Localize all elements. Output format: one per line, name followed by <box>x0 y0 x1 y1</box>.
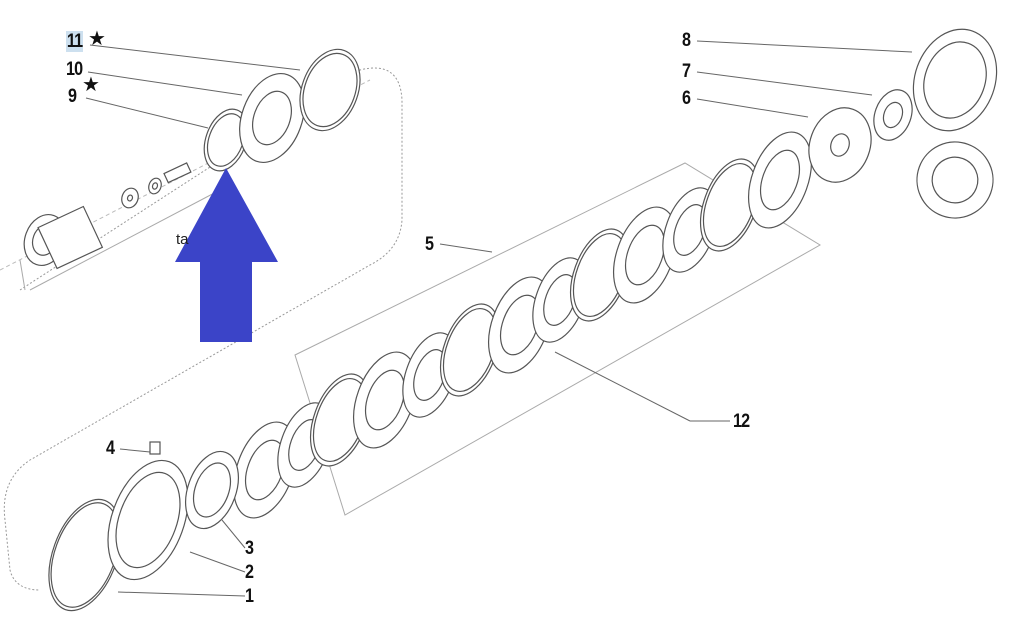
washer-inner <box>151 182 159 190</box>
callout-4[interactable]: 4 <box>106 438 115 459</box>
leader-line <box>89 44 301 71</box>
callout-12[interactable]: 12 <box>733 411 750 432</box>
plug-4 <box>149 441 161 455</box>
piston-2 <box>107 459 189 581</box>
leader-line <box>85 97 209 129</box>
leader-line <box>189 551 246 573</box>
leader-line <box>696 71 873 96</box>
bolt <box>163 162 192 184</box>
washer-outer <box>148 177 162 195</box>
callout-6[interactable]: 6 <box>682 88 691 109</box>
piston-2-outer <box>107 459 189 581</box>
partial-label: ta <box>176 231 189 248</box>
steel-plate-inner <box>624 224 666 286</box>
leader-line <box>119 448 151 453</box>
star-icon: ★ <box>88 28 106 50</box>
bearing-7 <box>873 89 913 141</box>
bearing-7-inner <box>882 101 904 129</box>
star-icon: ★ <box>82 74 100 96</box>
callout-10[interactable]: 10 <box>66 59 83 80</box>
drum-8-inner <box>923 41 987 119</box>
splined-shaft <box>37 205 104 270</box>
steel-plate <box>748 131 812 229</box>
steel-plate-inner <box>364 369 406 431</box>
hub-6-outer <box>808 107 872 183</box>
leader-line <box>221 519 246 549</box>
hub-6 <box>808 107 872 183</box>
bearing-3-inner <box>192 462 232 518</box>
dotted-outline <box>3 67 403 591</box>
bearing-housing-10-outer <box>239 72 305 164</box>
steel-plate-outer <box>748 131 812 229</box>
ring-11-inner <box>302 52 358 128</box>
leader-line <box>87 71 243 96</box>
bearing-7-outer <box>873 89 913 141</box>
drum-8-outer <box>912 28 998 132</box>
callout-11[interactable]: 11 <box>66 31 83 52</box>
bearing-3-outer <box>185 450 239 530</box>
ring-11-outer <box>299 48 361 132</box>
steel-plate-inner <box>759 149 801 211</box>
callout-7[interactable]: 7 <box>682 61 691 82</box>
washer <box>148 177 162 195</box>
leader-line <box>554 351 691 422</box>
detail-circle-inner <box>931 156 979 204</box>
leader-line <box>696 98 809 118</box>
callout-8[interactable]: 8 <box>682 30 691 51</box>
friction-ring <box>439 303 501 397</box>
washer-outer <box>121 187 139 209</box>
leader-line <box>117 591 246 597</box>
callout-9[interactable]: 9 <box>68 86 77 107</box>
detail-circle-outer <box>916 141 994 219</box>
washer-inner <box>126 194 134 202</box>
steel-plate <box>353 351 417 449</box>
callout-3[interactable]: 3 <box>245 538 254 559</box>
callout-1[interactable]: 1 <box>245 586 254 607</box>
drum-8 <box>912 28 998 132</box>
leader-line <box>696 40 913 53</box>
detail-circle <box>916 141 994 219</box>
bearing-3 <box>185 450 239 530</box>
piston-2-inner <box>115 471 181 569</box>
shaft-bracket <box>19 189 221 291</box>
ring-11 <box>299 48 361 132</box>
callout-2[interactable]: 2 <box>245 562 254 583</box>
leader-line <box>439 243 493 253</box>
bearing-housing-10-inner <box>252 90 292 146</box>
pointer-arrow <box>175 168 278 342</box>
bearing-housing-10 <box>239 72 305 164</box>
callout-5[interactable]: 5 <box>425 234 434 255</box>
washer <box>121 187 139 209</box>
hub-6-inner <box>830 133 850 157</box>
friction-ring <box>699 158 761 252</box>
